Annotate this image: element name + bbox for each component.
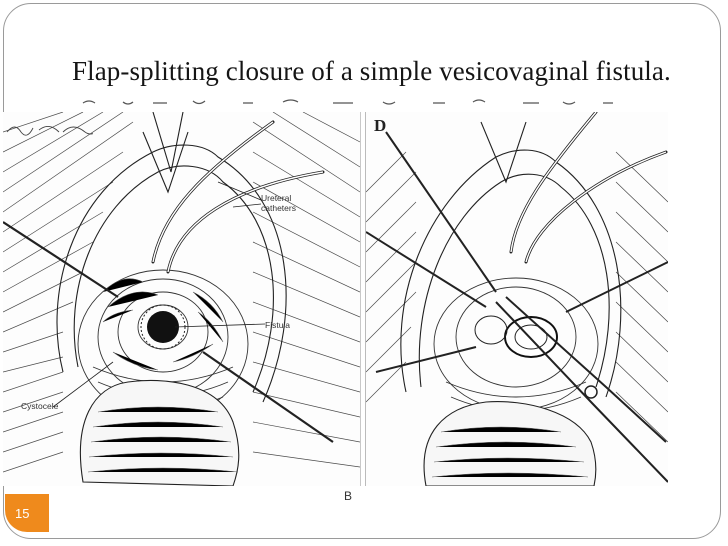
page-number-badge: 15 [5, 494, 49, 532]
page-number: 15 [15, 506, 30, 521]
signature-scribble [6, 126, 93, 136]
label-fistula: Fistula [265, 320, 291, 330]
label-ureteral-catheters: Ureteral catheters [261, 193, 296, 213]
label-cystocele: Cystocele [21, 401, 59, 411]
panel-corner-mark: D [374, 116, 387, 135]
surgical-illustration-a [3, 112, 360, 486]
surgical-illustration-b [366, 112, 668, 486]
scan-residue-strip [82, 99, 613, 105]
illustration-panel-b [365, 112, 668, 486]
slide-title: Flap-splitting closure of a simple vesic… [72, 56, 671, 86]
panel-label-b: B [344, 489, 353, 503]
illustration-panel-a [3, 112, 361, 486]
